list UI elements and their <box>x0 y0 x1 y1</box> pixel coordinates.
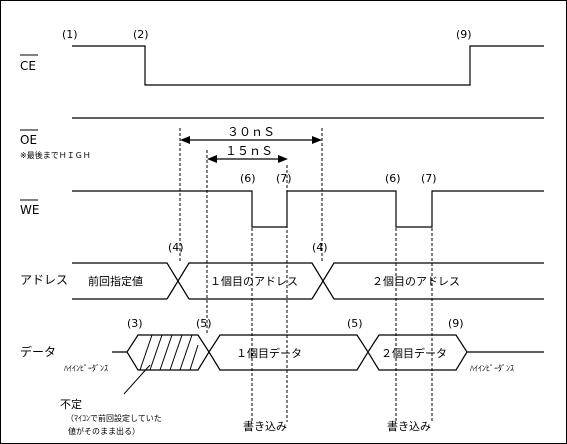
undefined-pointer <box>123 364 151 395</box>
data-label: データ <box>20 344 56 359</box>
undefined-note-line1: （ﾏｲｺﾝで前回設定していた <box>66 413 162 423</box>
marker-3: (3) <box>127 317 143 330</box>
timing-guides <box>179 128 433 422</box>
data-undefined-hatch <box>139 334 199 371</box>
ce-label: CE <box>20 59 36 73</box>
marker-7-first: (7) <box>276 172 292 185</box>
timing-15ns-arrowhead-right <box>278 155 288 163</box>
marker-2: (2) <box>133 28 149 41</box>
write-label-first: 書き込み <box>243 419 287 433</box>
marker-9-top: (9) <box>456 28 472 41</box>
data-bus-waveform <box>112 334 544 371</box>
data-second: ２個目データ <box>381 346 447 360</box>
timing-30ns-label: ３０ｎＳ <box>227 125 275 139</box>
data-hiz-right: ﾊｲｲﾝﾋﾟｰﾀﾞﾝｽ <box>470 364 514 373</box>
marker-5-right: (5) <box>347 317 363 330</box>
marker-4-left: (4) <box>168 241 184 254</box>
timing-30ns-arrowhead-right <box>312 136 322 144</box>
we-label: WE <box>20 203 39 217</box>
oe-note: ※最後までＨＩＧＨ <box>20 150 91 160</box>
data-first: １個目データ <box>236 346 302 360</box>
address-first: １個目のアドレス <box>210 275 298 288</box>
address-second: ２個目のアドレス <box>372 275 460 288</box>
address-prev-value: 前回指定値 <box>88 274 143 288</box>
undefined-title: 不定 <box>60 397 82 411</box>
oe-label: OE <box>20 133 37 147</box>
ce-waveform <box>72 45 544 86</box>
we-waveform <box>72 190 544 228</box>
undefined-note-line2: 値がそのまま出る） <box>68 426 140 436</box>
marker-5-left: (5) <box>196 317 212 330</box>
write-label-second: 書き込み <box>387 419 431 433</box>
marker-1: (1) <box>62 28 78 41</box>
timing-15ns-arrowhead-left <box>207 155 217 163</box>
marker-4-right: (4) <box>312 241 328 254</box>
address-label: アドレス <box>20 273 68 287</box>
data-hiz-left: ﾊｲｲﾝﾋﾟｰﾀﾞﾝｽ <box>64 364 108 373</box>
timing-15ns-label: １５ｎＳ <box>225 144 273 158</box>
marker-6-first: (6) <box>240 172 256 185</box>
marker-6-second: (6) <box>385 172 401 185</box>
address-bus-top <box>72 262 544 300</box>
timing-30ns-arrowhead-left <box>180 136 190 144</box>
marker-7-second: (7) <box>421 172 437 185</box>
marker-9-bottom: (9) <box>448 317 464 330</box>
